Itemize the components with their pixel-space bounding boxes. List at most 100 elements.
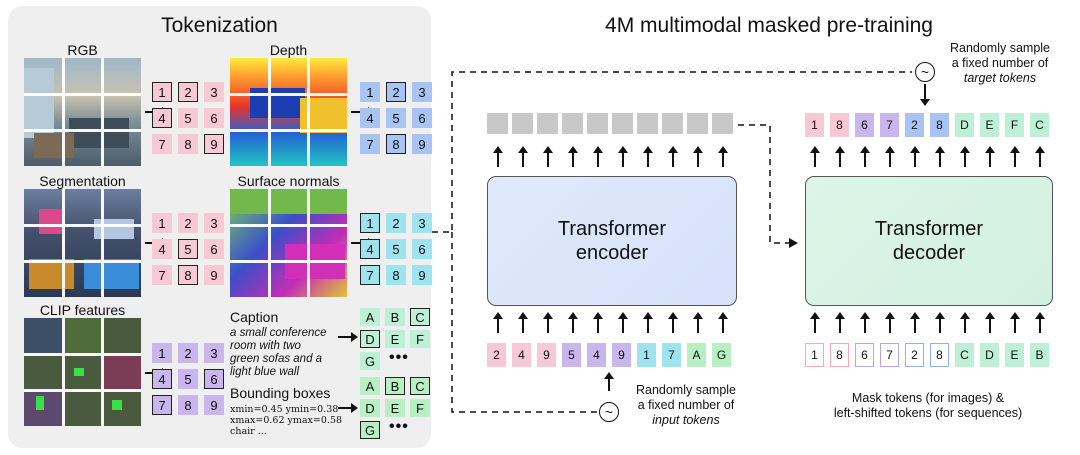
mask-note: Mask tokens (for images) & left-shifted … bbox=[805, 391, 1051, 421]
normals-token: 7 bbox=[360, 265, 380, 285]
normals-token: 2 bbox=[386, 213, 406, 233]
caption-line: room with two bbox=[230, 340, 301, 352]
bbox-ellipsis: ••• bbox=[389, 418, 409, 435]
input-token: 7 bbox=[662, 343, 681, 367]
target-token: 2 bbox=[905, 113, 924, 137]
clip-token-grid: 1 2 3 4 5 6 7 8 9 bbox=[152, 343, 224, 415]
shifted-token: D bbox=[980, 343, 999, 367]
caption-arrow bbox=[338, 332, 358, 342]
mask-token: 2 bbox=[905, 343, 924, 367]
decoder-input-tokens: 1 8 6 7 2 8 C D E B bbox=[805, 343, 1049, 367]
input-token: 1 bbox=[637, 343, 656, 367]
up-arrow bbox=[835, 146, 845, 167]
segmentation-token: 9 bbox=[204, 265, 224, 285]
up-arrow bbox=[593, 312, 603, 333]
input-token: 9 bbox=[537, 343, 556, 367]
segmentation-token: 6 bbox=[204, 239, 224, 259]
sample-target-arrow-head bbox=[920, 99, 930, 106]
bbox-token: B bbox=[385, 377, 405, 395]
clip-token: 6 bbox=[204, 369, 224, 389]
caption-token: E bbox=[385, 330, 405, 348]
caption-ellipsis: ••• bbox=[389, 349, 409, 366]
rgb-image bbox=[24, 58, 141, 166]
input-token: A bbox=[687, 343, 706, 367]
caption-line: green sofas and a bbox=[230, 353, 323, 365]
target-token: 7 bbox=[880, 113, 899, 137]
up-arrow bbox=[910, 146, 920, 167]
up-arrow bbox=[960, 312, 970, 333]
clip-label: CLIP features bbox=[39, 302, 126, 318]
segmentation-token: 7 bbox=[152, 265, 172, 285]
up-arrow bbox=[668, 312, 678, 333]
up-arrow bbox=[618, 146, 628, 167]
clip-token: 4 bbox=[152, 369, 172, 389]
caption-token: B bbox=[385, 308, 405, 326]
clip-token: 3 bbox=[204, 343, 224, 363]
up-arrow bbox=[568, 146, 578, 167]
sample-input-arrow bbox=[604, 372, 614, 391]
sample-input-note: Randomly sample a fixed number of input … bbox=[626, 383, 746, 428]
encoder-output-tokens bbox=[487, 113, 733, 134]
mask-token: 8 bbox=[830, 343, 849, 367]
normals-token: 9 bbox=[412, 265, 432, 285]
rgb-token: 2 bbox=[178, 82, 198, 102]
segmentation-token: 3 bbox=[204, 213, 224, 233]
note-line: Randomly sample bbox=[635, 383, 737, 397]
input-token: 4 bbox=[512, 343, 531, 367]
target-token: 8 bbox=[930, 113, 949, 137]
rgb-token: 9 bbox=[204, 134, 224, 154]
up-arrow bbox=[910, 312, 920, 333]
bbox-line: chair ... bbox=[230, 426, 267, 437]
caption-line: light blue wall bbox=[230, 366, 300, 378]
bbox-token: F bbox=[410, 399, 430, 417]
bbox-line: xmax=0.62 ymax=0.58 bbox=[230, 415, 343, 426]
segmentation-image bbox=[24, 189, 141, 297]
encoder-output-token bbox=[512, 113, 533, 134]
sample-target-tilde-icon: ~ bbox=[915, 62, 935, 82]
caption-text: a small conference room with two green s… bbox=[230, 327, 327, 379]
caption-token: C bbox=[410, 308, 430, 326]
sample-target-note: Randomly sample a fixed number of target… bbox=[940, 41, 1060, 86]
decoder-line: decoder bbox=[892, 242, 966, 264]
normals-token: 4 bbox=[360, 239, 380, 259]
up-arrow bbox=[960, 146, 970, 167]
encoder-output-token bbox=[562, 113, 583, 134]
up-arrow bbox=[860, 312, 870, 333]
clip-token: 9 bbox=[204, 395, 224, 415]
segmentation-token: 4 bbox=[152, 239, 172, 259]
note-line: Randomly sample bbox=[949, 41, 1051, 55]
caption-line: a small conference bbox=[230, 327, 327, 339]
up-arrow bbox=[543, 146, 553, 167]
target-token: 8 bbox=[830, 113, 849, 137]
rgb-token-grid: 1 2 3 4 5 6 7 8 9 bbox=[152, 82, 224, 154]
up-arrow bbox=[543, 312, 553, 333]
depth-token: 5 bbox=[386, 108, 406, 128]
caption-token-grid: A B C D E F G bbox=[360, 308, 430, 370]
up-arrow bbox=[643, 146, 653, 167]
caption-label: Caption bbox=[230, 309, 279, 325]
sample-target-arrow bbox=[924, 84, 926, 100]
input-token: 2 bbox=[487, 343, 506, 367]
target-tokens: 1 8 6 7 2 8 D E F C bbox=[805, 113, 1049, 137]
clip-token: 5 bbox=[178, 369, 198, 389]
target-token: 6 bbox=[855, 113, 874, 137]
caption-token: G bbox=[360, 352, 380, 370]
segmentation-token-grid: 1 2 3 4 5 6 7 8 9 bbox=[152, 213, 224, 285]
up-arrow bbox=[810, 146, 820, 167]
up-arrow bbox=[718, 146, 728, 167]
target-token: 1 bbox=[805, 113, 824, 137]
up-arrow bbox=[643, 312, 653, 333]
encoder-output-token bbox=[587, 113, 608, 134]
bbox-token: D bbox=[360, 399, 380, 417]
target-token: E bbox=[980, 113, 999, 137]
normals-token: 5 bbox=[386, 239, 406, 259]
depth-token: 2 bbox=[386, 82, 406, 102]
caption-token: F bbox=[410, 330, 430, 348]
input-token: 9 bbox=[612, 343, 631, 367]
encoder-output-token bbox=[612, 113, 633, 134]
normals-token: 8 bbox=[386, 265, 406, 285]
encoder-output-token bbox=[662, 113, 683, 134]
encoder-input-tokens: 2 4 9 5 4 9 1 7 A G bbox=[487, 343, 731, 367]
